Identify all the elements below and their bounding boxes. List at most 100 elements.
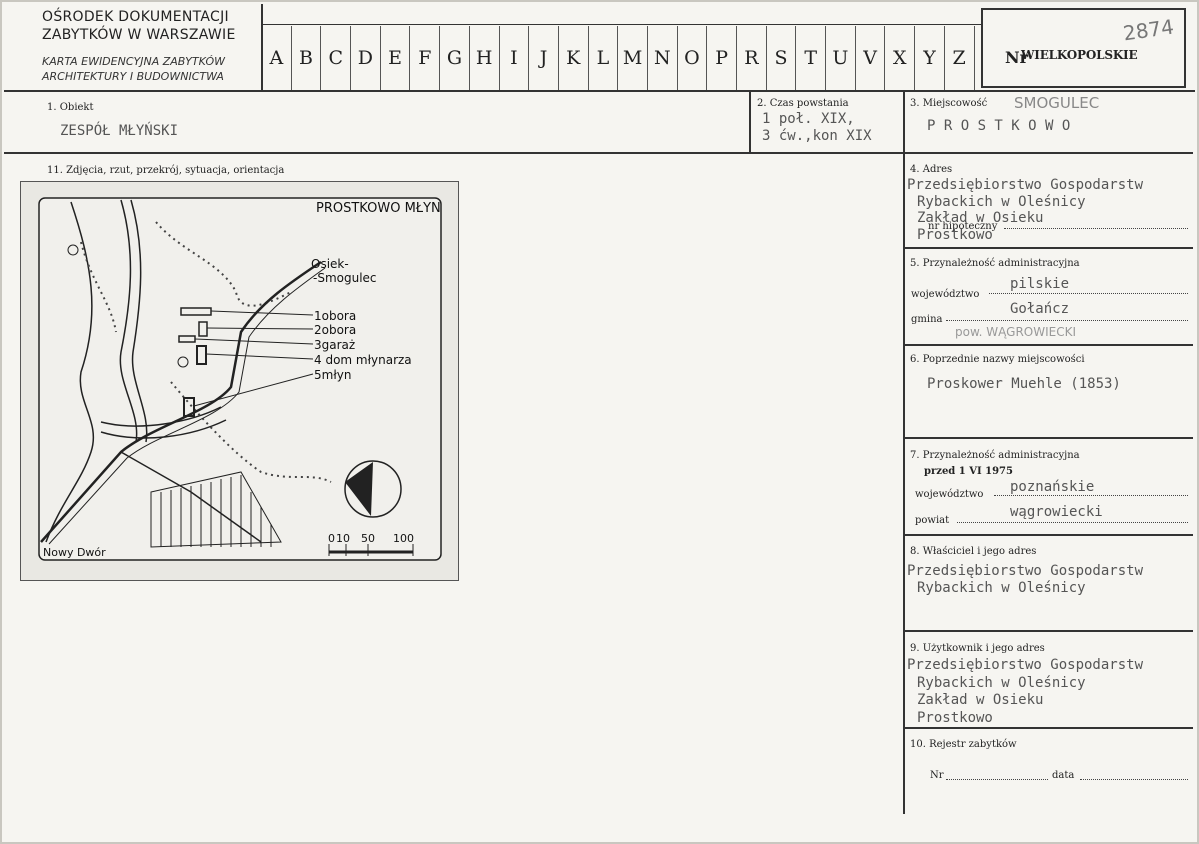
card-type: KARTA EWIDENCYJNA ZABYTKÓW ARCHITEKTURY … — [42, 54, 225, 84]
institution-name: OŚRODEK DOKUMENTACJI ZABYTKÓW W WARSZAWI… — [42, 8, 236, 44]
index-letter-h: H — [470, 26, 500, 90]
situation-map: PROSTKOWO MŁYN Osiek- -Smogulec 1obora 2… — [20, 181, 459, 581]
index-letter-t: T — [796, 26, 827, 90]
f5-commune-label: gmina — [911, 314, 943, 325]
index-letter-v: V — [856, 26, 886, 90]
f4-mortgage-dots — [1004, 228, 1188, 229]
f7-district-label: powiat — [915, 515, 950, 526]
f8-line-2: Rybackich w Oleśnicy — [917, 580, 1086, 596]
index-letter-s: S — [767, 26, 797, 90]
f8-line-1: Przedsiębiorstwo Gospodarstw — [907, 563, 1144, 579]
field2-divider — [749, 90, 751, 152]
f5-label: 5. Przynależność administracyjna — [910, 258, 1080, 269]
index-letter-y: Y — [915, 26, 945, 90]
f5-bottom-rule — [903, 344, 1193, 346]
map-legend-3: 3garaż — [314, 338, 355, 352]
f7-label: 7. Przynależność administracyjna — [910, 450, 1080, 461]
f7-district-value: wągrowiecki — [1010, 504, 1103, 520]
letters-top-line — [261, 24, 981, 25]
institution-line-2: ZABYTKÓW W WARSZAWIE — [42, 27, 236, 43]
f4-line-3: Zakład w Osieku — [917, 210, 1044, 226]
f10-nr-dots — [946, 779, 1048, 780]
index-letter-l: L — [589, 26, 619, 90]
scale-label-10: 10 — [336, 532, 350, 545]
row1-bottom-rule — [4, 152, 905, 154]
index-letter-o: O — [678, 26, 708, 90]
index-letter-d: D — [351, 26, 381, 90]
f9-line-3: Zakład w Osieku — [917, 692, 1044, 708]
index-letter-g: G — [440, 26, 470, 90]
f5-voivodeship-value: pilskie — [1010, 276, 1070, 292]
f6-bottom-rule — [903, 437, 1193, 439]
index-letter-x: X — [885, 26, 916, 90]
f9-label: 9. Użytkownik i jego adres — [910, 643, 1045, 654]
header-bottom-rule — [4, 90, 1195, 92]
f10-date-label: data — [1052, 770, 1075, 781]
index-letter-j: J — [529, 26, 559, 90]
index-letter-e: E — [381, 26, 411, 90]
f7-bottom-rule — [903, 534, 1193, 536]
f1-value: ZESPÓŁ MŁYŃSKI — [60, 123, 179, 139]
f3-label: 3. Miejscowość — [910, 98, 988, 109]
index-letter-c: C — [321, 26, 352, 90]
f7-voivodeship-dots — [994, 495, 1188, 496]
f3-bottom-rule — [903, 152, 1193, 154]
f11-label: 11. Zdjęcia, rzut, przekrój, sytuacja, o… — [47, 165, 285, 176]
f7-date-label: przed 1 VI 1975 — [924, 466, 1013, 477]
f2-line-2: 3 ćw.,kon XIX — [762, 128, 872, 144]
institution-line-1: OŚRODEK DOKUMENTACJI — [42, 9, 229, 25]
region-stamp: WIELKOPOLSKIE — [1021, 48, 1138, 62]
index-letter-m: M — [618, 26, 648, 90]
f9-line-2: Rybackich w Oleśnicy — [917, 675, 1086, 691]
f5-commune-value: Gołańcz — [1010, 301, 1070, 317]
f6-value: Proskower Muehle (1853) — [927, 376, 1121, 392]
f5-district-handwritten: pow. WĄGROWIECKI — [955, 325, 1077, 339]
header-divider — [261, 4, 263, 91]
f10-date-dots — [1080, 779, 1188, 780]
handwritten-number: 2874 — [1121, 14, 1176, 46]
card-type-line-1: KARTA EWIDENCYJNA ZABYTKÓW — [42, 55, 226, 68]
f4-bottom-rule — [903, 247, 1193, 249]
index-letter-p: P — [707, 26, 737, 90]
index-letter-u: U — [826, 26, 856, 90]
scale-label-100: 100 — [393, 532, 414, 545]
f9-line-1: Przedsiębiorstwo Gospodarstw — [907, 657, 1144, 673]
f1-label: 1. Obiekt — [47, 102, 94, 113]
map-road-label-2: -Smogulec — [313, 271, 377, 285]
f5-voivodeship-dots — [989, 293, 1188, 294]
f2-label: 2. Czas powstania — [757, 98, 849, 109]
index-letter-k: K — [559, 26, 589, 90]
f5-voivodeship-label: województwo — [911, 289, 980, 300]
map-road-label-1: Osiek- — [311, 257, 349, 271]
index-letter-b: B — [292, 26, 322, 90]
index-letter-z: Z — [945, 26, 975, 90]
index-letter-r: R — [737, 26, 767, 90]
right-column-divider — [903, 90, 905, 814]
map-legend-1: 1obora — [314, 309, 356, 323]
situation-map-drawing: PROSTKOWO MŁYN Osiek- -Smogulec 1obora 2… — [38, 197, 442, 561]
f5-commune-dots — [946, 320, 1188, 321]
f7-voivodeship-label: województwo — [915, 489, 984, 500]
f7-voivodeship-value: poznańskie — [1010, 479, 1095, 495]
map-village-label: Nowy Dwór — [43, 546, 106, 559]
map-legend-5: 5młyn — [314, 368, 351, 382]
f10-label: 10. Rejestr zabytków — [910, 739, 1017, 750]
f2-line-1: 1 poł. XIX, — [762, 111, 855, 127]
f4-line-2: Rybackich w Oleśnicy — [917, 194, 1086, 210]
f9-line-4: Prostkowo — [917, 710, 993, 726]
scale-label-0: 0 — [328, 532, 335, 545]
f4-line-4: Prostkowo — [917, 227, 993, 243]
card-type-line-2: ARCHITEKTURY I BUDOWNICTWA — [42, 70, 224, 83]
map-legend-4: 4 dom młynarza — [314, 353, 412, 367]
f10-nr-label: Nr — [930, 770, 944, 781]
index-letter-i: I — [500, 26, 530, 90]
inventory-number-box: Nr WIELKOPOLSKIE 2874 — [981, 8, 1186, 88]
f8-label: 8. Właściciel i jego adres — [910, 546, 1037, 557]
nr-label: Nr — [1005, 48, 1029, 67]
f3-value: P R O S T K O W O — [927, 118, 1071, 134]
f6-label: 6. Poprzednie nazwy miejscowości — [910, 354, 1085, 365]
f7-district-dots — [957, 522, 1188, 523]
index-letter-a: A — [262, 26, 292, 90]
